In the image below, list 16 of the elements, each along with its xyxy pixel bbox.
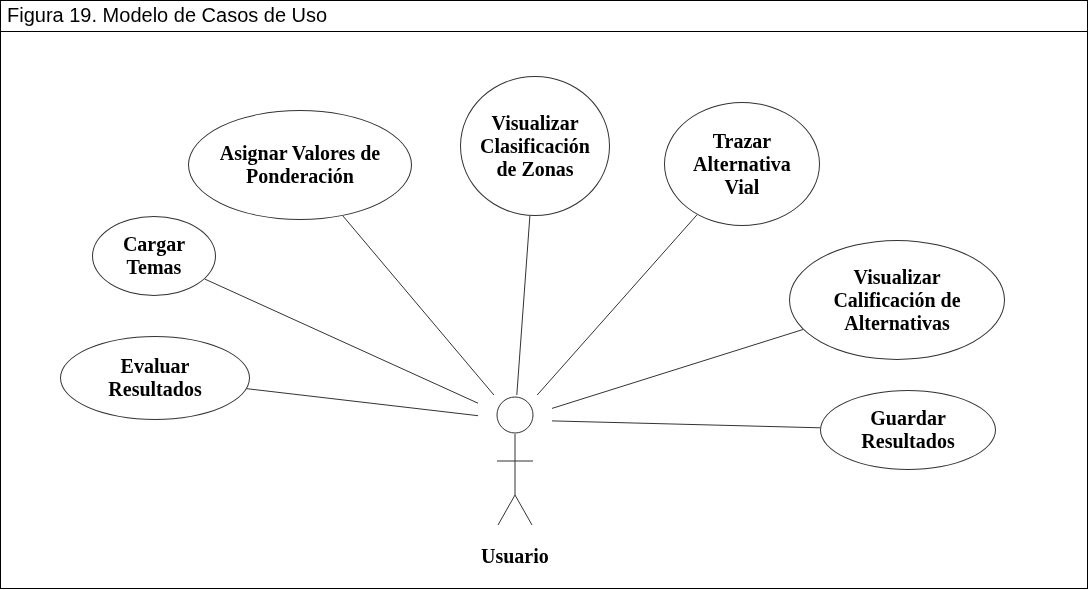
use-case-label: Cargar Temas (121, 233, 187, 279)
association-line (342, 215, 495, 396)
association-line (516, 215, 531, 396)
actor-label: Usuario (481, 545, 549, 568)
use-case-label: Trazar Alternativa Vial (692, 129, 792, 199)
figure-title: Figura 19. Modelo de Casos de Uso (7, 4, 328, 27)
use-case-label: Visualizar Clasificación de Zonas (479, 111, 591, 181)
use-case-label: Evaluar Resultados (107, 355, 203, 401)
use-case-label: Guardar Resultados (860, 407, 956, 453)
association-line (551, 420, 821, 429)
association-line (246, 388, 479, 417)
use-case-label: Visualizar Calificación de Alternativas (832, 265, 962, 335)
association-line (536, 214, 698, 396)
association-line (204, 278, 479, 404)
use-case-label: Asignar Valores de Ponderación (218, 142, 382, 188)
association-line (551, 329, 804, 409)
